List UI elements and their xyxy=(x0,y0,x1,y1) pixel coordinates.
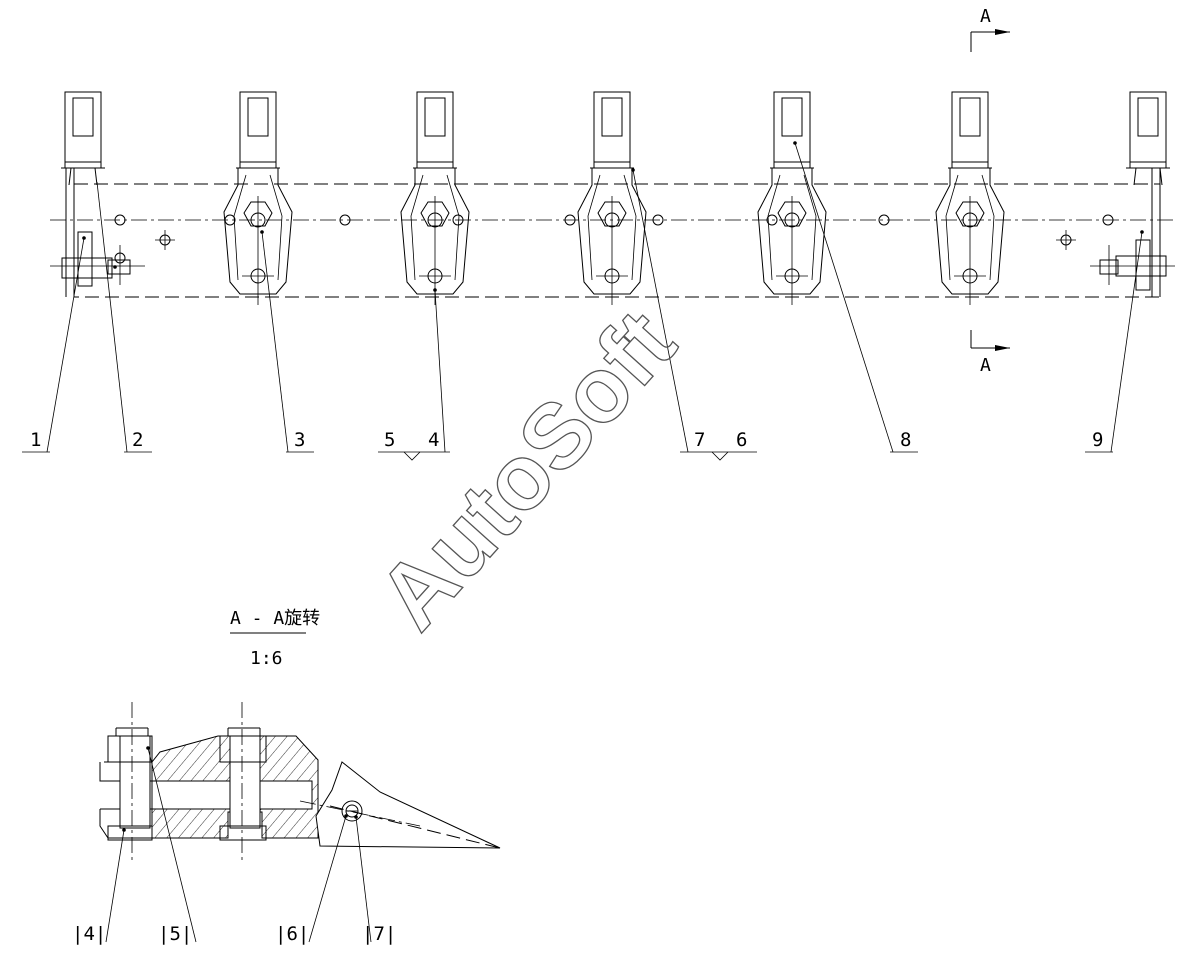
tooth-tip xyxy=(315,761,501,849)
section-scale: 1:6 xyxy=(250,648,283,669)
callout-1: 1 xyxy=(30,429,41,451)
callout-2: 2 xyxy=(132,429,143,451)
left-end-plate xyxy=(50,168,145,297)
section-title-text: A - A旋转 xyxy=(230,608,320,629)
tooth-5 xyxy=(757,91,827,305)
section-leader-lines xyxy=(105,746,372,943)
right-end-plate xyxy=(1090,168,1175,297)
tooth-4 xyxy=(577,91,647,305)
callout-5: 5 xyxy=(384,429,395,451)
callout-8: 8 xyxy=(900,429,911,451)
section-callout-6: |6| xyxy=(275,923,309,945)
section-view xyxy=(99,702,501,860)
tooth-3 xyxy=(400,91,470,305)
callout-labels: 1 2 3 5 4 7 6 8 9 xyxy=(30,429,1103,451)
leader-lines xyxy=(22,141,1144,461)
main-view xyxy=(50,91,1175,305)
beam-outline xyxy=(73,183,1161,298)
beam-holes xyxy=(114,214,1114,264)
section-callout-5: |5| xyxy=(158,923,192,945)
teeth-row xyxy=(61,91,1170,305)
section-callout-7: |7| xyxy=(362,923,396,945)
watermark: AutoSoft xyxy=(359,292,695,649)
callout-7: 7 xyxy=(694,429,705,451)
section-marker-bottom-label: A xyxy=(980,355,991,376)
callout-6: 6 xyxy=(736,429,747,451)
tooth-6 xyxy=(935,91,1005,305)
tooth-1 xyxy=(61,91,105,186)
section-callout-4: |4| xyxy=(72,923,106,945)
section-title: A - A旋转 1:6 xyxy=(230,608,320,669)
section-marker-top-label: A xyxy=(980,6,991,27)
tooth-2 xyxy=(223,91,293,305)
callout-9: 9 xyxy=(1092,429,1103,451)
tooth-8 xyxy=(1126,91,1170,186)
section-callout-labels: |4| |5| |6| |7| xyxy=(72,923,396,945)
section-marker: A A xyxy=(970,6,1010,376)
callout-3: 3 xyxy=(294,429,305,451)
callout-4: 4 xyxy=(428,429,439,451)
